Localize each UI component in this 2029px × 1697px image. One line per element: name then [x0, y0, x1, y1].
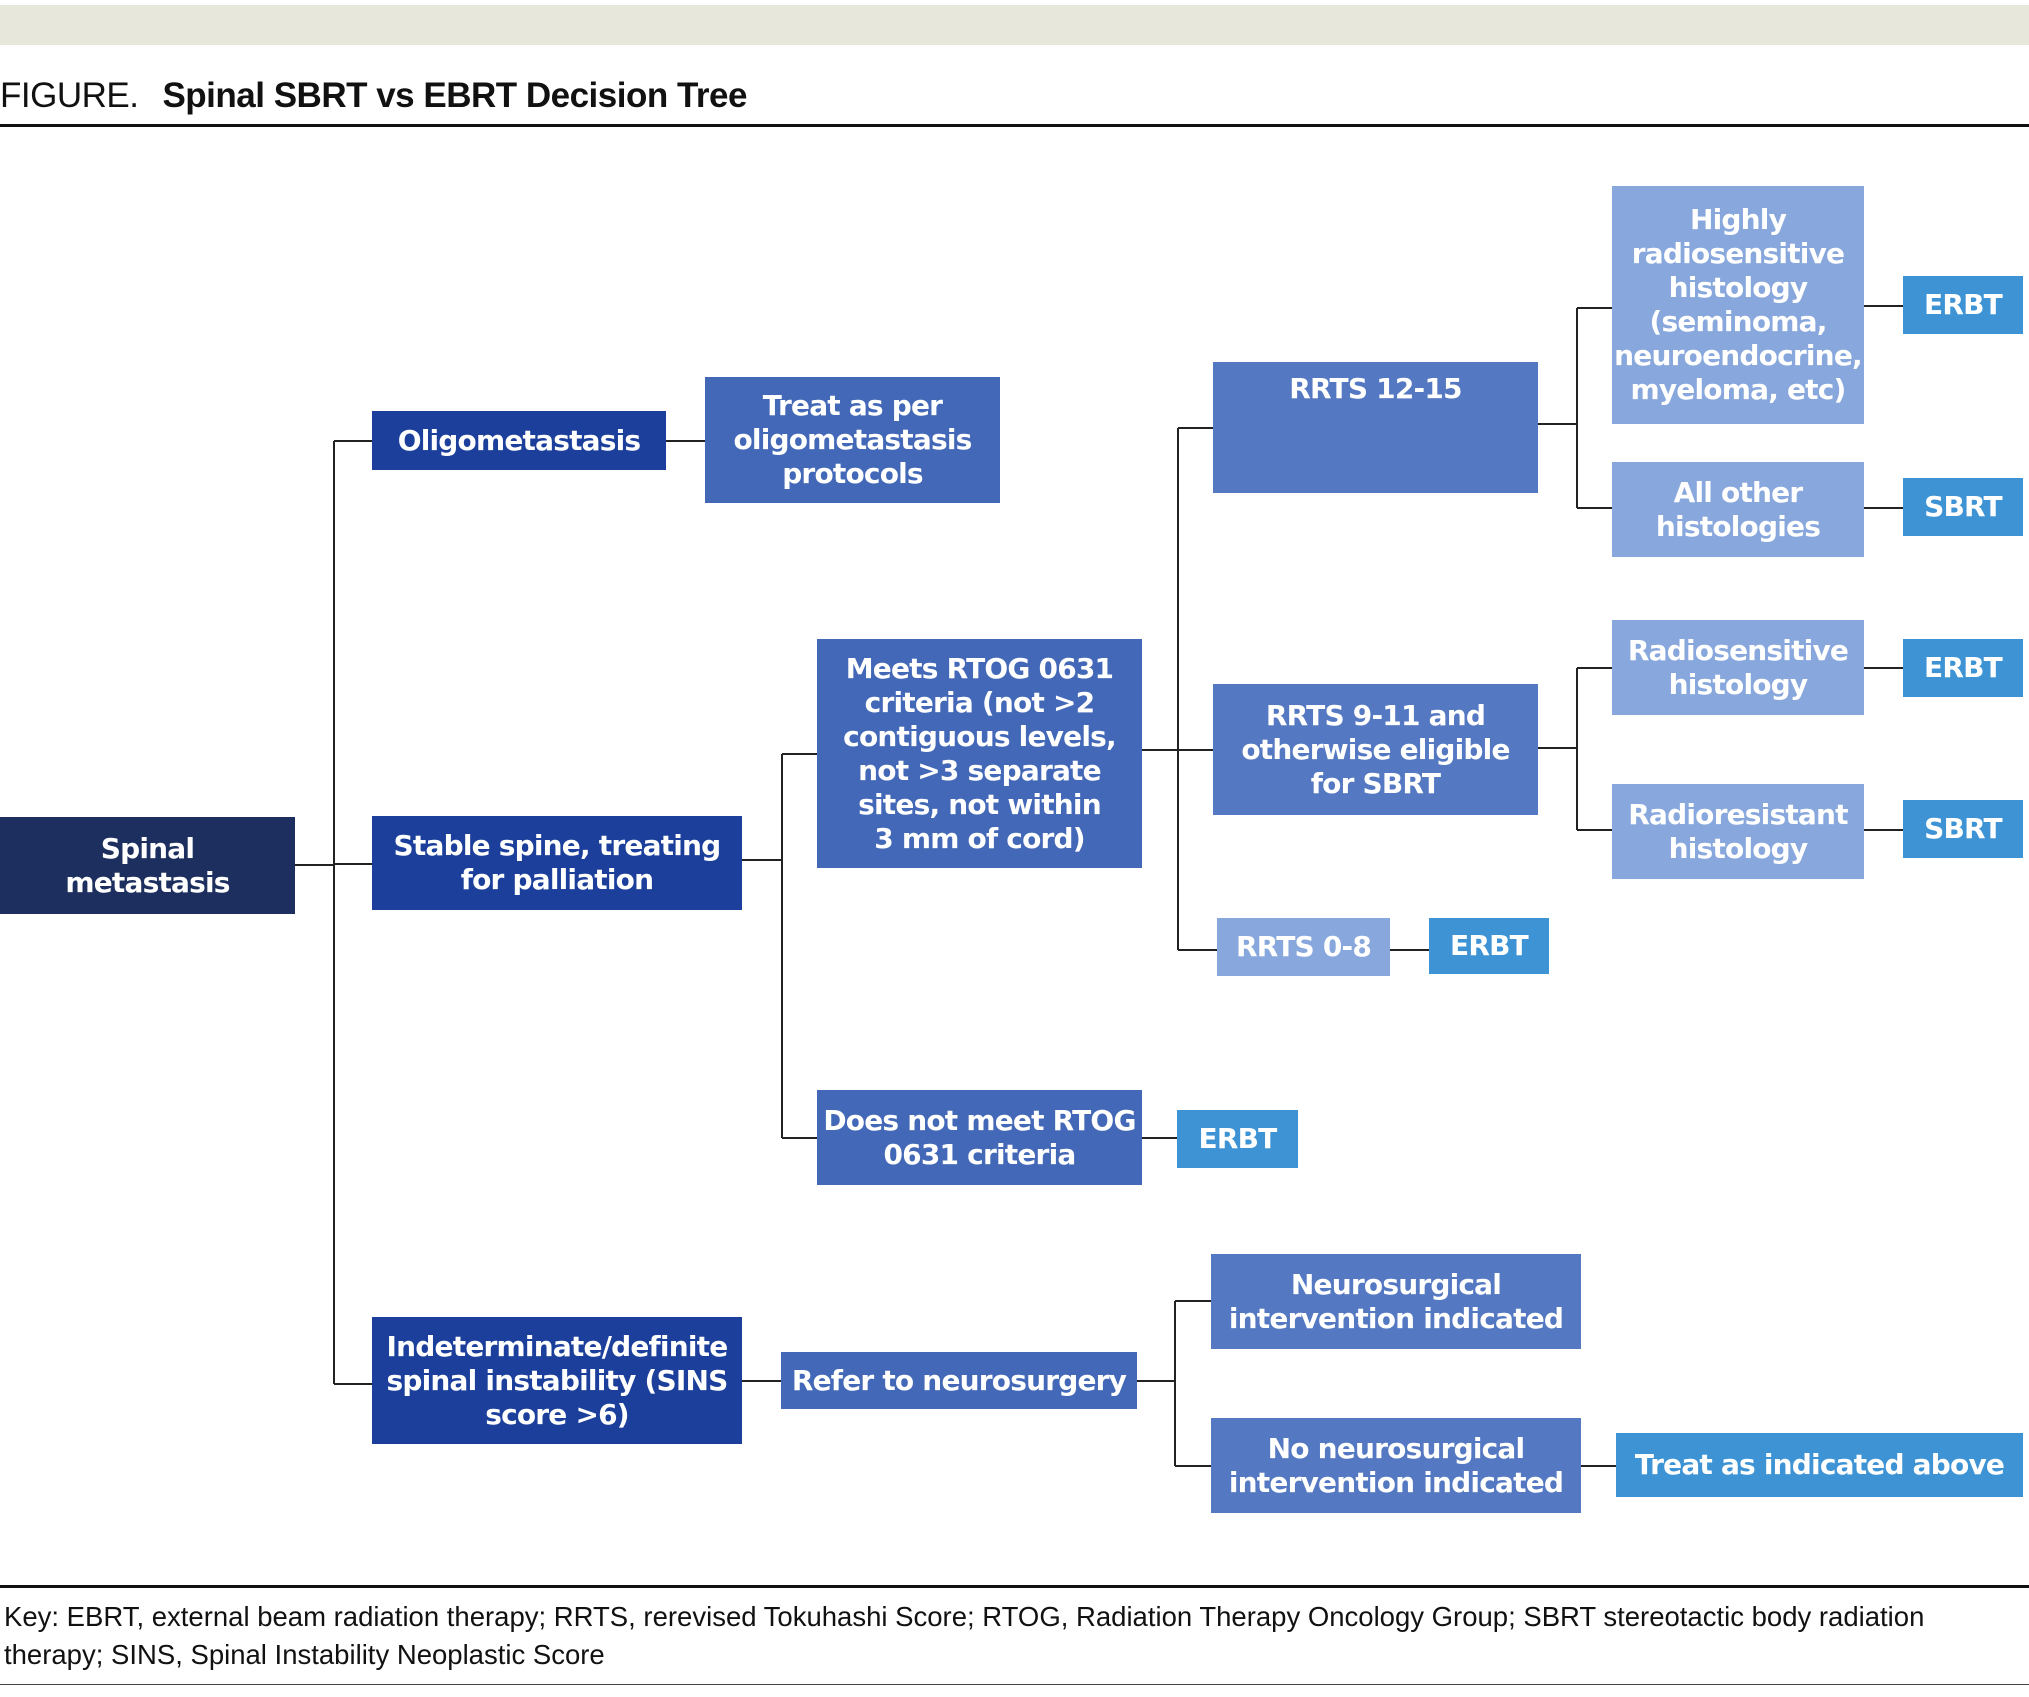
figure-key: Key: EBRT, external beam radiation thera… [4, 1601, 1925, 1670]
figure-heading: FIGURE. Spinal SBRT vs EBRT Decision Tree [0, 72, 747, 120]
node-rrts-0-8: RRTS 0-8 [1217, 918, 1390, 976]
node-spinal-metastasis: Spinal metastasis [0, 817, 295, 914]
result-rrts-0-8: ERBT [1429, 918, 1549, 974]
node-spinal-instability: Indeterminate/definite spinal instabilit… [372, 1317, 742, 1444]
node-rrts-9-11: RRTS 9-11 and otherwise eligible for SBR… [1213, 684, 1538, 815]
node-radioresistant-histology: Radioresistant histology [1612, 784, 1864, 879]
node-meets-rtog: Meets RTOG 0631 criteria (not >2 contigu… [817, 639, 1142, 868]
result-radiosensitive-histology: ERBT [1903, 639, 2023, 697]
key-rule [0, 1585, 2029, 1588]
result-does-not-meet-rtog: ERBT [1177, 1110, 1298, 1168]
result-highly-radiosensitive: ERBT [1903, 276, 2023, 334]
bottom-rule [0, 1684, 2029, 1685]
node-stable-spine: Stable spine, treating for palliation [372, 816, 742, 910]
title-rule [0, 124, 2029, 127]
node-all-other-histologies: All other histologies [1612, 462, 1864, 557]
figure-label: FIGURE. [0, 76, 139, 115]
figure-title: Spinal SBRT vs EBRT Decision Tree [162, 76, 747, 115]
top-banner [0, 5, 2029, 45]
node-highly-radiosensitive: Highly radiosensitive histology (seminom… [1612, 186, 1864, 424]
node-treat-oligometastasis: Treat as per oligometastasis protocols [705, 377, 1000, 503]
result-radioresistant-histology: SBRT [1903, 800, 2023, 858]
node-does-not-meet-rtog: Does not meet RTOG 0631 criteria [817, 1090, 1142, 1185]
node-neurosurgical-indicated: Neurosurgical intervention indicated [1211, 1254, 1581, 1349]
node-no-neurosurgical-indicated: No neurosurgical intervention indicated [1211, 1418, 1581, 1513]
node-oligometastasis: Oligometastasis [372, 411, 666, 470]
result-all-other-histologies: SBRT [1903, 478, 2023, 536]
node-radiosensitive-histology: Radiosensitive histology [1612, 620, 1864, 715]
result-treat-as-indicated: Treat as indicated above [1616, 1433, 2023, 1497]
node-rrts-12-15: RRTS 12-15 [1213, 362, 1538, 493]
node-refer-neurosurgery: Refer to neurosurgery [781, 1352, 1137, 1409]
